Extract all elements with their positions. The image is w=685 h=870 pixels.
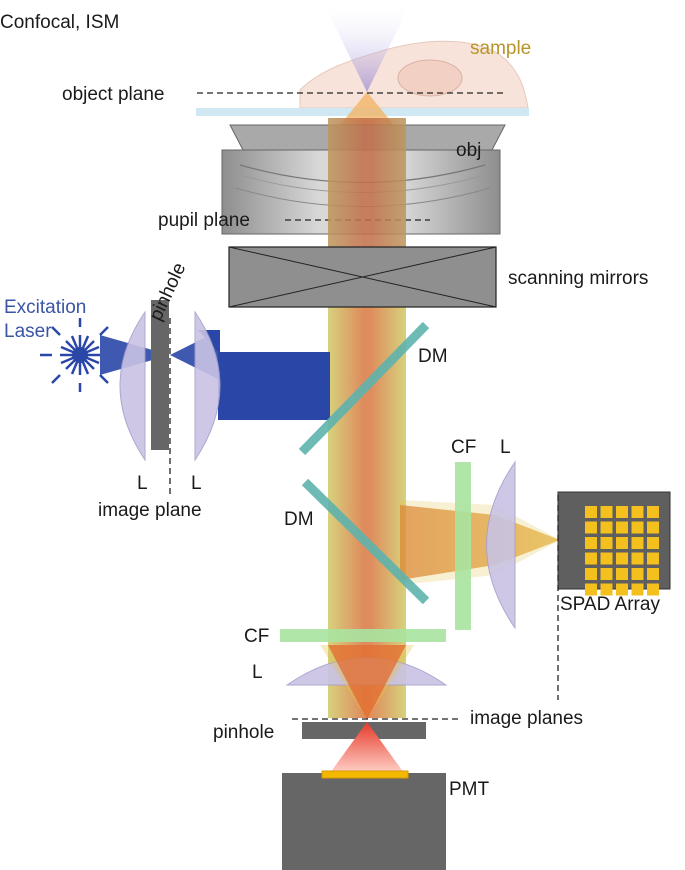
cf-right-label: CF — [451, 437, 476, 458]
spad-pixel — [631, 568, 644, 580]
pinhole-label-rotated: pinhole — [145, 260, 190, 324]
side-emission-beam — [400, 505, 560, 580]
spad-pixel — [647, 568, 659, 580]
sample-nucleus — [397, 59, 463, 97]
spad-pixel — [585, 568, 597, 580]
scanning-mirrors — [228, 246, 497, 308]
laser-center — [72, 347, 88, 363]
diagram-title: Confocal, ISM — [0, 12, 119, 33]
image-plane-label: image plane — [98, 500, 202, 521]
left-lens-1 — [119, 310, 146, 462]
pmt-label: PMT — [449, 779, 490, 800]
spad-pixel — [616, 568, 628, 580]
spad-pixel — [600, 583, 613, 596]
spad-pixel — [600, 552, 613, 565]
dm-bottom-label: DM — [284, 509, 314, 530]
spad-pixel — [631, 521, 644, 534]
lens-bottom-label: L — [252, 662, 263, 683]
spad-pixel — [585, 521, 597, 534]
pmt-window — [321, 770, 409, 779]
left-lens-2 — [194, 310, 221, 462]
spad-pixel — [631, 552, 644, 565]
spad-pixel — [647, 583, 659, 596]
spad-pixel-grid — [585, 506, 659, 596]
spad-pixel — [585, 506, 597, 518]
pmt-body — [282, 773, 446, 870]
spad-pixel — [616, 506, 628, 518]
pupil-plane-label: pupil plane — [158, 210, 250, 231]
lens-left-label-1: L — [137, 473, 148, 494]
obj-label: obj — [456, 140, 481, 161]
spad-pixel — [647, 552, 659, 565]
cf-bottom-label: CF — [244, 626, 269, 647]
excitation-focus-cone — [322, 0, 412, 92]
spad-pixel — [600, 568, 613, 580]
spad-pixel — [585, 583, 597, 596]
left-pinhole — [151, 300, 169, 450]
right-color-filter — [455, 462, 471, 630]
side-emission-beam-edge — [400, 500, 560, 585]
dm-top-label: DM — [418, 346, 448, 367]
spad-pixel — [616, 537, 628, 549]
bottom-color-filter — [280, 629, 446, 642]
pinhole-bottom-label: pinhole — [213, 722, 274, 743]
spad-array-label: SPAD Array — [560, 594, 660, 615]
spad-pixel — [585, 537, 597, 549]
bottom-converge-edge — [320, 645, 414, 720]
spad-pixel — [616, 521, 628, 534]
pmt-cone — [330, 722, 404, 773]
image-planes-label: image planes — [470, 708, 583, 729]
emission-focus-cone — [340, 92, 394, 125]
bottom-converge-beam — [328, 645, 406, 720]
spad-pixel — [600, 506, 613, 518]
spad-pixel — [647, 521, 659, 534]
spad-pixel — [585, 552, 597, 565]
object-plane-label: object plane — [62, 84, 164, 105]
spad-pixel — [647, 506, 659, 518]
spad-pixel — [631, 537, 644, 549]
sample-label: sample — [470, 38, 531, 59]
dichroic-mirror-bottom — [301, 478, 430, 605]
right-lens — [486, 460, 516, 630]
dichroic-mirror-top — [298, 321, 430, 456]
lens-right-label: L — [500, 437, 511, 458]
excitation-label-line1: Excitation — [4, 297, 86, 318]
spad-pixel — [647, 537, 659, 549]
spad-pixel — [631, 583, 644, 596]
spad-pixel — [616, 583, 628, 596]
lens-left-label-2: L — [191, 473, 202, 494]
excitation-beam-collimated — [218, 352, 330, 420]
spad-pixel — [616, 552, 628, 565]
spad-pixel — [600, 537, 613, 549]
spad-pixel — [600, 521, 613, 534]
scanning-mirrors-label: scanning mirrors — [508, 268, 648, 289]
beam-overlay-objective — [328, 118, 406, 248]
excitation-label-line2: Laser — [4, 321, 52, 342]
spad-pixel — [631, 506, 644, 518]
